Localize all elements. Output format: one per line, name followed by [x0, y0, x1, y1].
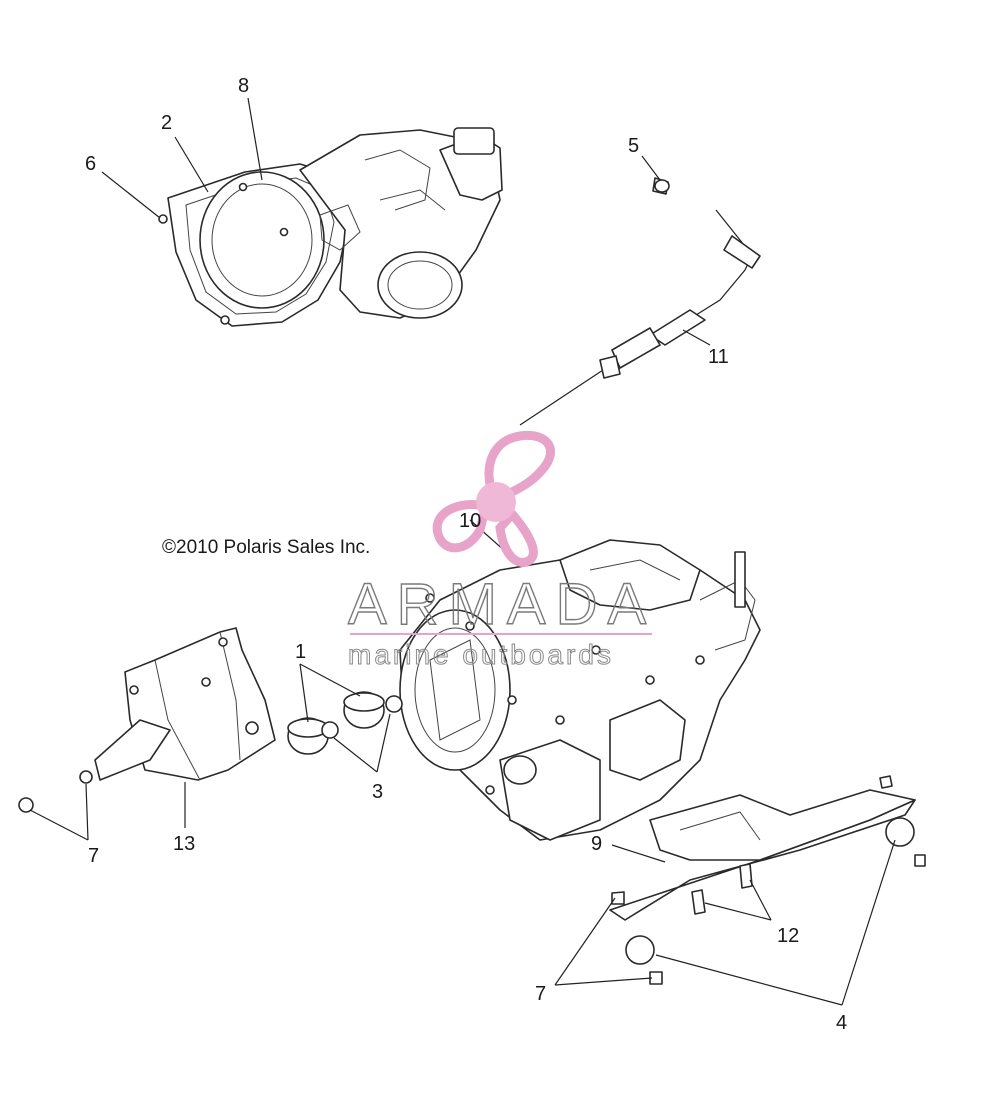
callout-6: 6: [85, 153, 96, 175]
screw: [158, 214, 168, 224]
washer: [321, 721, 339, 739]
screw: [220, 315, 230, 325]
callout-7-right: 7: [535, 983, 546, 1005]
mount-gusset: [94, 719, 171, 781]
nut: [18, 797, 34, 813]
callout-12: 12: [777, 925, 799, 947]
callout-7-left: 7: [88, 845, 99, 867]
throttle-cable: [519, 177, 761, 426]
mount-plate-top: [649, 789, 916, 861]
dipstick: [734, 551, 746, 608]
leader-lines: [29, 97, 896, 1006]
isolator-rear: [625, 935, 655, 965]
callout-10: 10: [459, 510, 481, 532]
watermark-hub: [476, 482, 516, 522]
watermark-tagline: marine outboards: [348, 639, 614, 670]
callout-4: 4: [836, 1012, 847, 1034]
callout-9: 9: [591, 833, 602, 855]
throttle-outlet-ring: [377, 251, 463, 319]
armada-watermark: ARMADA marine outboards: [347, 430, 656, 671]
isolator-rear: [885, 817, 915, 847]
engine-assembly: [399, 539, 761, 841]
callout-1: 1: [295, 641, 306, 663]
callout-5: 5: [628, 135, 639, 157]
starter-motor: [609, 699, 686, 781]
rear-mount-plate: [609, 775, 926, 985]
washer: [385, 695, 403, 713]
nut: [79, 770, 93, 784]
gearcase: [499, 739, 601, 841]
screw: [279, 227, 289, 237]
cylinder-head: [559, 539, 701, 611]
callout-3: 3: [372, 781, 383, 803]
callout-labels: 2 6 8 5 11 10 1 3 7 13 9 12 7 4: [85, 75, 847, 1034]
callout-8: 8: [238, 75, 249, 97]
watermark-brand: ARMADA: [348, 572, 656, 637]
throttle-body-assembly: [158, 127, 503, 327]
throttle-bore: [199, 171, 325, 309]
watermark-propeller-icon: [484, 430, 555, 504]
callout-13: 13: [173, 833, 195, 855]
sensor-connector: [453, 127, 495, 155]
front-engine-mount-bracket: [94, 627, 276, 781]
copyright-text: ©2010 Polaris Sales Inc.: [162, 537, 370, 558]
cable-end-fitting: [599, 355, 621, 379]
screw: [238, 182, 248, 192]
callout-2: 2: [161, 112, 172, 134]
callout-11: 11: [708, 346, 729, 368]
cap: [654, 179, 670, 193]
clutch-cover: [399, 609, 511, 771]
